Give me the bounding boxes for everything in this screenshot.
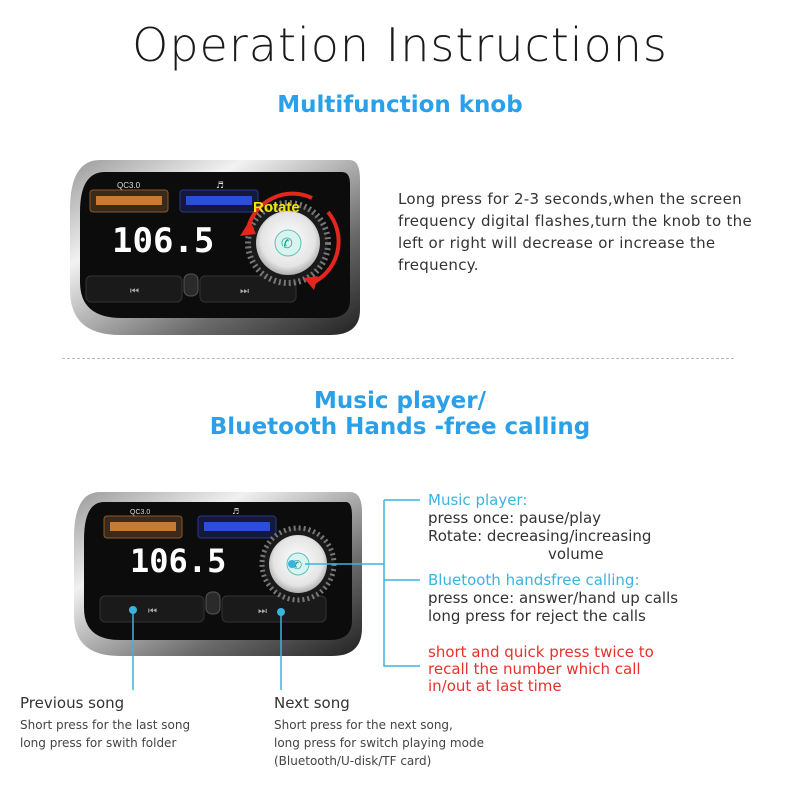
music-player-title: Music player: <box>428 491 528 509</box>
phone-icon: ✆ <box>281 236 293 252</box>
previous-song-line-2: long press for swith folder <box>20 736 177 750</box>
qc-label: QC3.0 <box>130 509 150 516</box>
section-heading-music: Music player/ <box>314 388 486 414</box>
music-note-icon: ♬ <box>232 507 239 516</box>
next-song-title: Next song <box>274 694 350 712</box>
usb-port-music-inner <box>204 522 270 531</box>
next-dot <box>277 608 285 616</box>
next-button[interactable] <box>199 275 297 303</box>
qc-label: QC3.0 <box>117 181 141 190</box>
page-title: Operation Instructions <box>132 18 668 72</box>
prev-dot <box>129 606 137 614</box>
bluetooth-press-once: press once: answer/hand up calls <box>428 589 679 607</box>
next-song-line-2: long press for switch playing mode <box>274 736 484 750</box>
previous-song-line-1: Short press for the last song <box>20 718 191 732</box>
rotate-arrowhead-left <box>240 220 256 236</box>
music-press-once: press once: pause/play <box>428 509 602 527</box>
section-heading-knob: Multifunction knob <box>277 92 523 118</box>
prev-button[interactable] <box>85 275 183 303</box>
prev-track-icon: ⏮ <box>130 286 139 297</box>
next-track-icon: ⏭ <box>258 606 267 617</box>
music-note-icon: ♬ <box>216 181 224 191</box>
rotate-arrowhead-right <box>304 276 318 290</box>
next-track-icon: ⏭ <box>240 286 249 297</box>
rotate-arrow-left <box>246 191 313 229</box>
prev-button[interactable] <box>99 595 205 623</box>
frequency-display: 106.5 <box>130 542 226 580</box>
prev-track-icon: ⏮ <box>148 606 157 617</box>
rotate-arrow-right <box>309 210 341 286</box>
usb-port-qc-inner <box>96 196 162 205</box>
music-rotate: Rotate: decreasing/increasing <box>428 527 652 545</box>
usb-port-qc-inner <box>110 522 176 531</box>
knob-center <box>274 229 302 257</box>
next-song-line-1: Short press for the next song, <box>274 718 453 732</box>
knob-description: Long press for 2-3 seconds,when the scre… <box>398 190 753 274</box>
car-charger-device-knob: QC3.0 ♬ 106.5 ⏮ ⏭ ✆ Rotate <box>70 160 360 335</box>
slot-icon <box>183 273 199 297</box>
section-heading-bluetooth: Bluetooth Hands -free calling <box>209 414 591 440</box>
knob-dot <box>288 560 296 568</box>
usb-port-music-inner <box>186 196 252 205</box>
recall-line-1: short and quick press twice to <box>428 643 654 661</box>
recall-line-3: in/out at last time <box>428 677 562 695</box>
rotate-label: Rotate <box>253 199 300 216</box>
bluetooth-long-press: long press for reject the calls <box>428 607 646 625</box>
phone-icon: ✆ <box>292 558 302 572</box>
bluetooth-title: Bluetooth handsfree calling: <box>428 571 640 589</box>
next-song-line-3: (Bluetooth/U-disk/TF card) <box>274 754 432 768</box>
car-charger-device-music: QC3.0 ♬ 106.5 ⏮ ⏭ ✆ <box>74 492 362 656</box>
music-rotate-volume: volume <box>548 545 604 563</box>
recall-line-2: recall the number which call <box>428 660 641 678</box>
slot-icon <box>205 591 221 615</box>
next-button[interactable] <box>221 595 327 623</box>
frequency-display: 106.5 <box>112 221 214 261</box>
section-divider <box>62 358 734 359</box>
previous-song-title: Previous song <box>20 694 125 712</box>
